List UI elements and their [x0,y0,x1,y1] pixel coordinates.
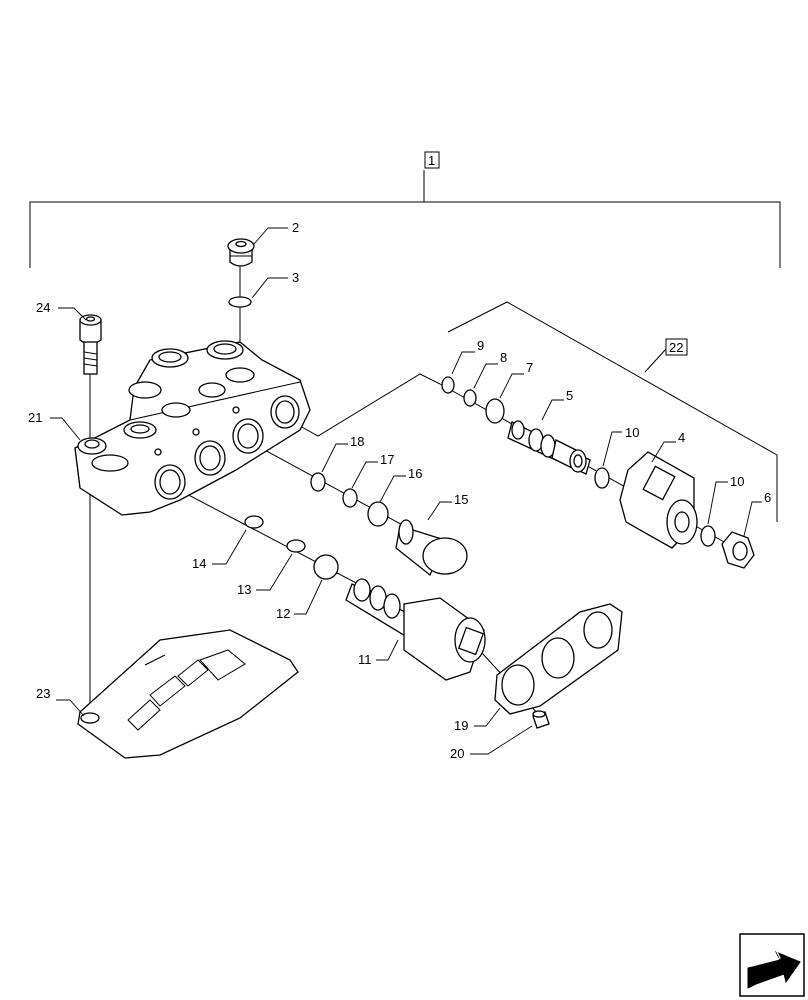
o-ring-part-13 [286,539,306,553]
callout-3: 3 [292,270,299,285]
solenoid-coil-part-4 [619,451,698,549]
callout-22: 22 [669,340,683,355]
callout-labels: 1 22 2 3 24 21 9 8 7 5 10 4 10 6 18 17 1… [28,151,771,761]
plug-part-15 [395,519,468,577]
callout-11: 11 [358,652,372,667]
callout-5: 5 [566,388,573,403]
assembly-bracket-1 [29,170,781,268]
gasket-plate-part-23 [77,629,299,759]
callout-19: 19 [454,718,468,733]
plug-part-2 [227,238,255,267]
callout-7: 7 [526,360,533,375]
gasket-part-19 [494,603,623,715]
o-ring-part-17 [342,488,358,508]
callout-12: 12 [276,606,290,621]
callout-20: 20 [450,746,464,761]
callout-9: 9 [477,338,484,353]
callout-14: 14 [192,556,206,571]
callout-1: 1 [428,153,435,168]
callout-6: 6 [764,490,771,505]
o-ring-part-10-b [700,525,716,547]
valve-body-part-21 [74,340,311,516]
callout-2: 2 [292,220,299,235]
callout-4: 4 [678,430,685,445]
callout-8: 8 [500,350,507,365]
callout-15: 15 [454,492,468,507]
callout-23: 23 [36,686,50,701]
o-ring-part-16 [367,501,389,527]
callout-box-1 [424,151,440,169]
callout-13: 13 [237,582,251,597]
o-ring-part-8 [463,389,477,407]
callout-10-a: 10 [625,425,639,440]
o-ring-part-12 [313,554,339,580]
callout-18: 18 [350,434,364,449]
solenoid-valve-part-11 [345,578,486,681]
o-ring-part-14 [244,515,264,529]
nut-part-6 [721,531,755,569]
assembly-bracket-22 [447,301,778,522]
callout-21: 21 [28,410,42,425]
leader-lines [50,227,762,755]
o-ring-part-9 [441,376,455,394]
callout-17: 17 [380,452,394,467]
cartridge-valve-part-5 [507,420,591,475]
callout-box-22 [665,338,688,356]
callout-24: 24 [36,300,50,315]
screw-part-20 [532,710,550,729]
callout-16: 16 [408,466,422,481]
o-ring-part-3 [228,296,252,308]
bolt-part-24 [79,314,102,375]
o-ring-part-7 [485,398,505,424]
next-page-arrow-icon[interactable] [739,933,805,997]
o-ring-part-10-a [594,467,610,489]
o-ring-part-18 [310,472,326,492]
callout-10-b: 10 [730,474,744,489]
